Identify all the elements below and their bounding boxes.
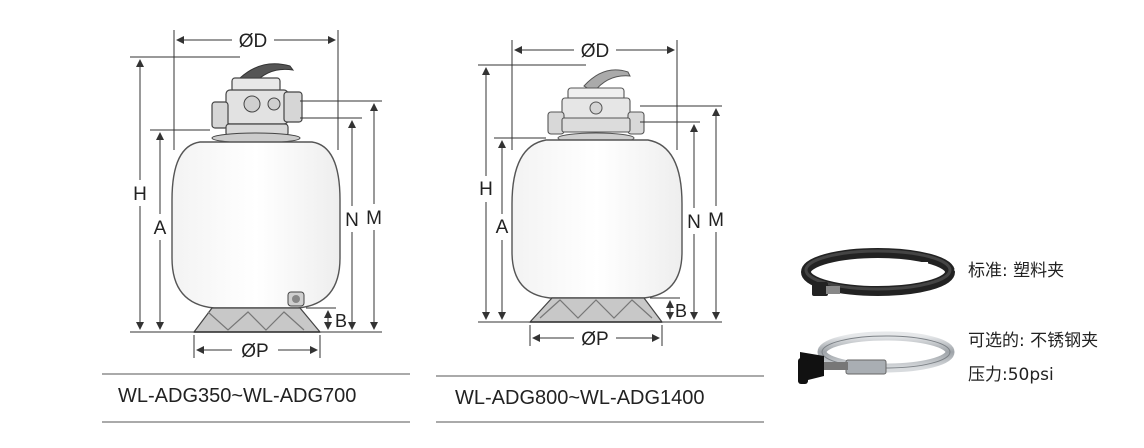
- left-dimension-lines: [130, 30, 382, 358]
- left-dimension-labels: ØD H A N M B ØP: [133, 31, 382, 362]
- left-p-label: ØP: [241, 341, 268, 362]
- right-model-caption: WL-ADG800~WL-ADG1400: [455, 387, 705, 409]
- right-d-label: ØD: [581, 41, 610, 62]
- right-p-label: ØP: [581, 329, 608, 350]
- optional-clamp-label: 可选的: 不锈钢夹: [968, 331, 1099, 351]
- left-filter-drawing: [171, 63, 341, 333]
- plastic-clamp-image: [801, 248, 955, 296]
- right-filter-drawing: [511, 69, 683, 323]
- right-b-label: B: [675, 301, 687, 321]
- pressure-label: 压力:50psi: [968, 365, 1054, 385]
- standard-clamp-label: 标准: 塑料夹: [968, 261, 1065, 281]
- right-a-label: A: [496, 217, 509, 238]
- right-n-label: N: [687, 212, 701, 233]
- right-h-label: H: [479, 179, 493, 200]
- right-m-label: M: [708, 210, 724, 231]
- left-h-label: H: [133, 184, 147, 205]
- steel-clamp-image: [798, 331, 955, 384]
- right-dimension-labels: ØD H A N M B ØP: [479, 41, 724, 350]
- right-dimension-lines: [478, 40, 722, 346]
- left-a-label: A: [154, 218, 167, 239]
- left-d-label: ØD: [239, 31, 268, 52]
- left-model-caption: WL-ADG350~WL-ADG700: [118, 385, 357, 407]
- left-n-label: N: [345, 210, 359, 231]
- left-m-label: M: [366, 208, 382, 229]
- left-b-label: B: [335, 311, 347, 331]
